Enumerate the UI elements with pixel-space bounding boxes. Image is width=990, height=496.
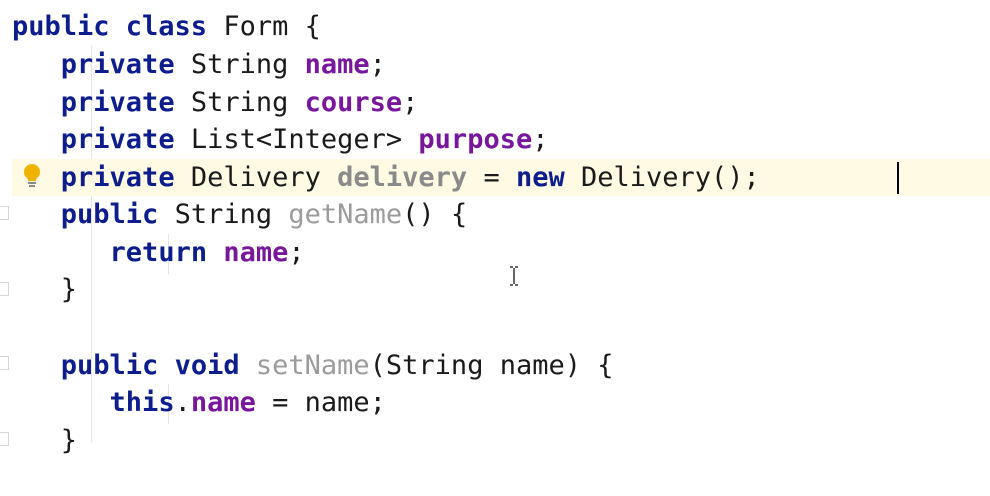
code-line[interactable]: public void setName(String name) { — [12, 347, 990, 384]
code-text: ; — [288, 237, 305, 268]
code-line[interactable]: public class Form { — [12, 8, 990, 45]
lightbulb-icon[interactable] — [22, 163, 42, 191]
code-text: String — [174, 49, 305, 80]
keyword: public class — [12, 11, 208, 42]
code-line[interactable]: public String getName() { — [12, 196, 990, 233]
keyword: private — [60, 87, 175, 118]
keyword: public — [60, 199, 159, 230]
unused-method-identifier: setName — [255, 350, 370, 381]
code-text: () { — [402, 199, 468, 230]
unused-method-identifier: getName — [288, 199, 403, 230]
code-text: String — [174, 87, 305, 118]
unused-field-identifier: delivery — [337, 162, 468, 193]
code-line[interactable]: } — [12, 271, 990, 308]
fold-marker[interactable] — [0, 282, 9, 296]
current-code-line[interactable]: private Delivery delivery = new Delivery… — [12, 159, 990, 196]
code-line[interactable]: private String course; — [12, 84, 990, 121]
field-identifier: course — [304, 87, 403, 118]
code-text: Delivery — [174, 162, 338, 193]
keyword: public void — [60, 350, 240, 381]
field-identifier: name — [190, 387, 256, 418]
code-text — [240, 350, 256, 381]
code-text: = — [467, 162, 516, 193]
field-identifier: name — [304, 49, 370, 80]
field-identifier: purpose — [418, 124, 533, 155]
code-line[interactable] — [12, 309, 990, 346]
keyword: private — [60, 124, 175, 155]
field-identifier: name — [223, 237, 289, 268]
code-text: Delivery(); — [564, 162, 760, 193]
code-text: } — [60, 274, 78, 305]
code-text: ; — [532, 124, 549, 155]
code-line[interactable]: private String name; — [12, 46, 990, 83]
keyword: this — [109, 387, 175, 418]
code-line[interactable]: return name; — [12, 234, 990, 271]
code-line[interactable]: } — [12, 422, 990, 459]
code-text: (String name) { — [369, 350, 614, 381]
code-text: = name; — [255, 387, 386, 418]
code-text — [207, 237, 223, 268]
code-line[interactable]: this.name = name; — [12, 384, 990, 421]
text-caret — [897, 162, 899, 194]
keyword: private — [60, 162, 175, 193]
indent-guide — [168, 234, 169, 274]
fold-marker[interactable] — [0, 432, 9, 446]
code-text: . — [174, 387, 191, 418]
code-text: List<Integer> — [174, 124, 419, 155]
code-text: ; — [402, 87, 419, 118]
keyword: new — [515, 162, 565, 193]
indent-guide — [168, 384, 169, 424]
code-text: String — [158, 199, 289, 230]
code-text: ; — [369, 49, 386, 80]
keyword: private — [60, 49, 175, 80]
code-text: Form { — [207, 11, 321, 42]
code-text: } — [60, 425, 78, 456]
keyword: return — [109, 237, 208, 268]
fold-marker[interactable] — [0, 206, 9, 220]
code-line[interactable]: private List<Integer> purpose; — [12, 121, 990, 158]
indent-guide — [91, 46, 92, 442]
text-cursor-icon — [510, 266, 518, 286]
editor-gutter — [0, 0, 12, 496]
fold-marker[interactable] — [0, 356, 9, 370]
